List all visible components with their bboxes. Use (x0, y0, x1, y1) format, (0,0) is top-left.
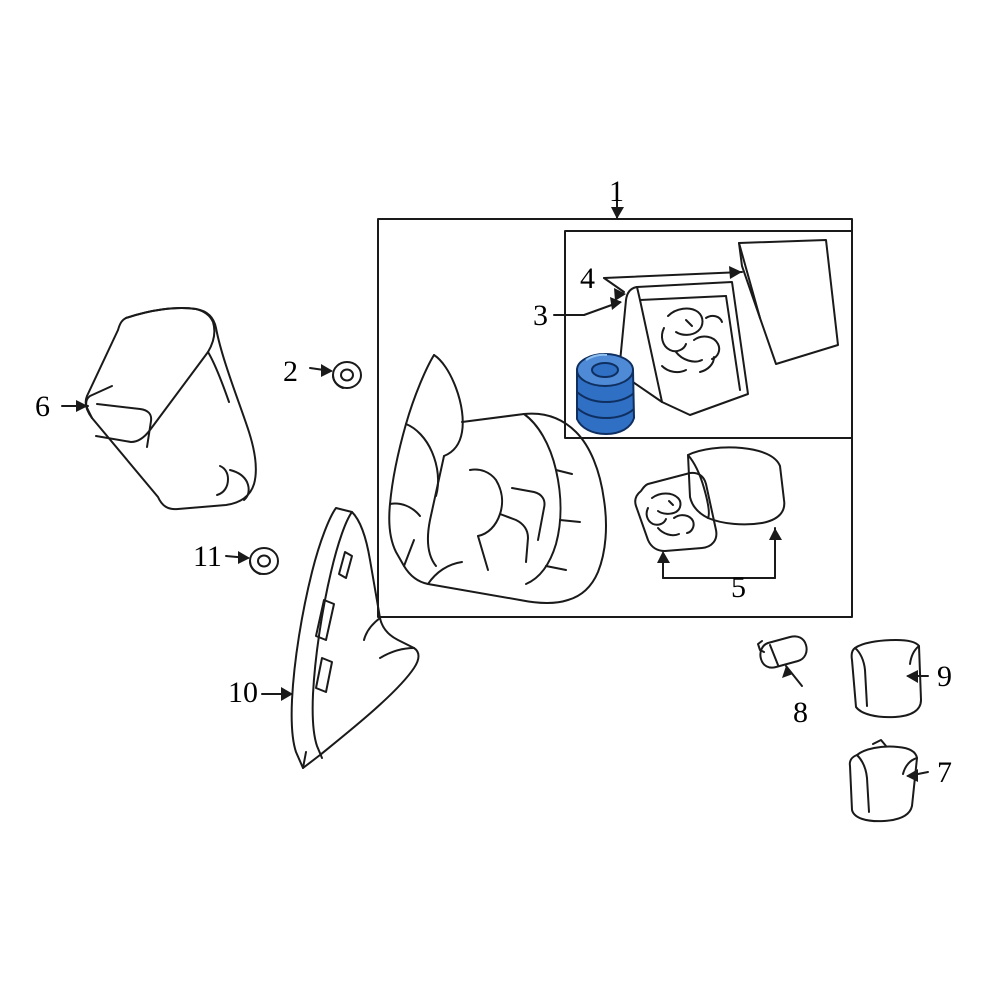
callout-7-cap: 7 (937, 756, 952, 789)
callout-6-mirror-cover: 6 (35, 390, 50, 423)
part-6-mirror-cover (84, 307, 257, 511)
part-9-lamp-lens (850, 639, 922, 719)
callout-4-glass: 4 (580, 262, 595, 295)
part-10-pillar-trim (290, 507, 420, 769)
part-mirror-bracket (388, 354, 607, 604)
part-8-bulb (757, 635, 808, 669)
part-2-nut (332, 361, 362, 389)
group-box-inner (564, 230, 853, 439)
callout-1-mirror-assembly: 1 (609, 175, 624, 208)
callout-3-motor: 3 (533, 299, 548, 332)
callout-5-glass-assembly: 5 (731, 571, 746, 604)
part-4-mirror-glass (738, 239, 839, 365)
callout-2-nut: 2 (283, 355, 298, 388)
part-7-lamp-cap (848, 739, 918, 823)
arrowheads (76, 207, 918, 782)
callout-10-pillar-trim: 10 (228, 676, 258, 709)
part-5-glass-assembly (634, 446, 786, 552)
part-11-nut (249, 547, 279, 575)
callout-8-bulb: 8 (793, 696, 808, 729)
callout-9-lamp-lens: 9 (937, 660, 952, 693)
callout-11-nut: 11 (193, 540, 222, 573)
